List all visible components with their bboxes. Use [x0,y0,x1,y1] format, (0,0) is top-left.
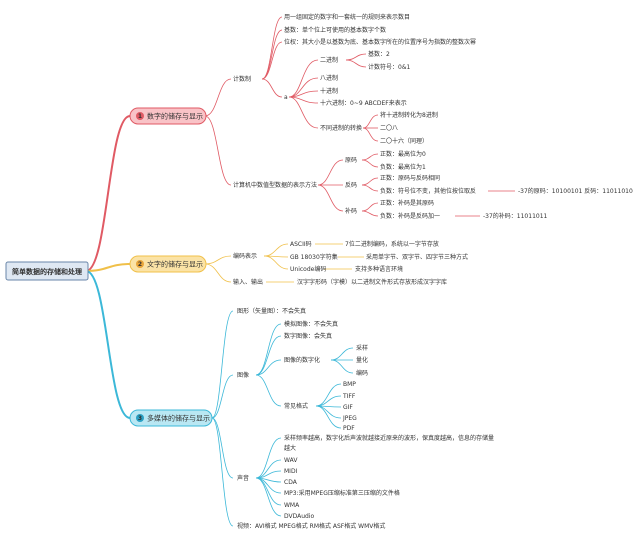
branch-3-number: 3 [138,415,142,422]
topic-io-desc[interactable]: 汉字字形码（字模）以二进制文件形式存放形成汉字字库 [297,278,447,286]
branch-3-connectors [211,310,354,527]
format-wav[interactable]: WAV [284,457,298,464]
branch-node-2[interactable]: 2 文字的储存与显示 [129,255,207,273]
format-mp3[interactable]: MP3:采用MPEG压缩标准第三压缩的文件格 [284,489,400,497]
branch-1-label: 数字的储存与显示 [147,112,203,121]
root-label: 简单数据的存储和处理 [12,267,82,276]
branch-3-label: 多媒体的储存与显示 [147,414,210,423]
connector-branch-2 [85,263,131,272]
topic-encoding[interactable]: 编码表示 [233,252,257,260]
topic-digital-image[interactable]: 数字图像：会失真 [284,332,332,340]
root-node[interactable]: 简单数据的存储和处理 [5,261,89,281]
topic-ascii-desc[interactable]: 7位二进制编码，系统以一字节存放 [345,240,439,248]
topic-definition[interactable]: 用一组固定的数字和一套统一的规则来表示数目 [284,13,410,21]
branch-2-label: 文字的储存与显示 [147,260,203,269]
number-badge-icon [136,414,144,422]
branch-1-number: 1 [138,113,142,120]
branch-2-topics: 编码表示 ASCII码 7位二进制编码，系统以一字节存放 GB 18030字符集… [233,240,468,286]
topic-sampling-rate-cont[interactable]: 越大 [284,444,296,452]
format-pdf[interactable]: PDF [343,425,355,432]
branch-node-1[interactable]: 1 数字的储存与显示 [129,107,207,125]
connector-branch-1 [85,115,131,272]
branch-3-topics: 图形（矢量图）：不会失真 图像 模拟图像：不会失真 数字图像：会失真 图像的数字… [237,307,494,530]
topic-ones-example[interactable]: -37的原码：10100101 反码：11011010 [518,187,633,195]
topic-vector-graphics[interactable]: 图形（矢量图）：不会失真 [237,307,306,315]
branch-node-3[interactable]: 3 多媒体的储存与显示 [129,409,213,427]
format-cda[interactable]: CDA [284,479,298,486]
topic-ascii[interactable]: ASCII码 [290,240,312,248]
number-badge-icon [136,112,144,120]
number-badge-icon [136,260,144,268]
topic-coding[interactable]: 编码 [356,369,368,377]
format-midi[interactable]: MIDI [284,468,298,475]
topic-quantization[interactable]: 量化 [356,356,368,364]
topic-analog-image[interactable]: 模拟图像：不会失真 [284,320,338,328]
topic-video[interactable]: 视频：AVI格式 MPEG格式 RM格式 ASF格式 WMV格式 [237,522,385,530]
topic-conversion-1[interactable]: 将十进制转化为8进制 [380,111,438,119]
connector-branch-3 [85,270,131,419]
topic-gb18030[interactable]: GB 18030字符集 [290,253,338,261]
topic-sound[interactable]: 声音 [237,474,249,482]
branch-2-number: 2 [138,261,142,268]
format-wma[interactable]: WMA [284,502,300,509]
branch-2-connectors [204,243,364,283]
format-gif[interactable]: GIF [343,404,353,411]
topic-ones-negative[interactable]: 负数：符号位不变，其他位按位取反 [380,187,476,195]
topic-binary-base[interactable]: 基数：2 [368,50,390,58]
topic-sampling[interactable]: 采样 [356,344,368,352]
topic-sampling-rate[interactable]: 采样频率越高，数字化后声波就越接近原来的波形，保真度越高，信息的存储量 [284,434,494,442]
topic-unicode-desc[interactable]: 支持多种语言环境 [355,265,403,273]
format-tiff[interactable]: TIFF [342,393,356,400]
topic-base[interactable]: 基数：单个位上可使用的基本数字个数 [284,26,386,34]
topic-binary[interactable]: 二进制 [320,56,338,64]
topic-conversion-3[interactable]: 二〇十六（同理） [380,137,428,145]
topic-octal[interactable]: 八进制 [320,74,338,82]
topic-twos-complement[interactable]: 补码 [345,207,357,215]
topic-ones-positive[interactable]: 正数：原码与反码相同 [380,174,440,182]
root-connectors [85,115,131,419]
branch-1-connectors [204,16,515,217]
topic-io[interactable]: 输入、输出 [233,278,263,286]
topic-digitization[interactable]: 图像的数字化 [284,356,320,364]
topic-weight[interactable]: 位权：其大小是以基数为底、基本数字所在的位置序号为指数的整数次幂 [284,38,476,46]
topic-image[interactable]: 图像 [237,371,249,379]
topic-numeric-representation[interactable]: 计算机中数值型数据的表示方法 [233,181,317,189]
topic-formats[interactable]: 常见格式 [284,402,308,410]
topic-twos-negative[interactable]: 负数：补码是反码加一 [380,212,440,220]
topic-twos-example[interactable]: -37的补码：11011011 [483,212,548,220]
topic-ones-complement[interactable]: 反码 [345,181,357,189]
topic-original-positive[interactable]: 正数：最高位为0 [380,150,426,158]
format-jpeg[interactable]: JPEG [342,415,357,422]
topic-counting-system[interactable]: 计数制 [233,75,251,83]
format-dvdaudio[interactable]: DVDAudio [284,513,315,520]
topic-unicode[interactable]: Unicode编码 [290,265,326,273]
topic-original-negative[interactable]: 负数：最高位为1 [380,163,426,171]
topic-conversion[interactable]: 不同进制的转换 [320,124,362,132]
topic-original-code[interactable]: 原码 [345,156,357,164]
topic-decimal[interactable]: 十进制 [320,87,338,95]
branch-1-topics: 计数制 用一组固定的数字和一套统一的规则来表示数目 基数：单个位上可使用的基本数… [233,13,633,220]
topic-conversion-2[interactable]: 二〇八 [380,125,398,132]
topic-twos-positive[interactable]: 正数：补码是其原码 [380,199,434,207]
format-bmp[interactable]: BMP [343,381,356,388]
topic-binary-symbols[interactable]: 计数符号：0&1 [368,63,410,71]
topic-hex[interactable]: 十六进制：0~9 ABCDEF来表示 [320,99,407,107]
topic-gb18030-desc[interactable]: 采用单字节、双字节、四字节三种方式 [366,253,468,261]
topic-a[interactable]: a [284,94,288,101]
